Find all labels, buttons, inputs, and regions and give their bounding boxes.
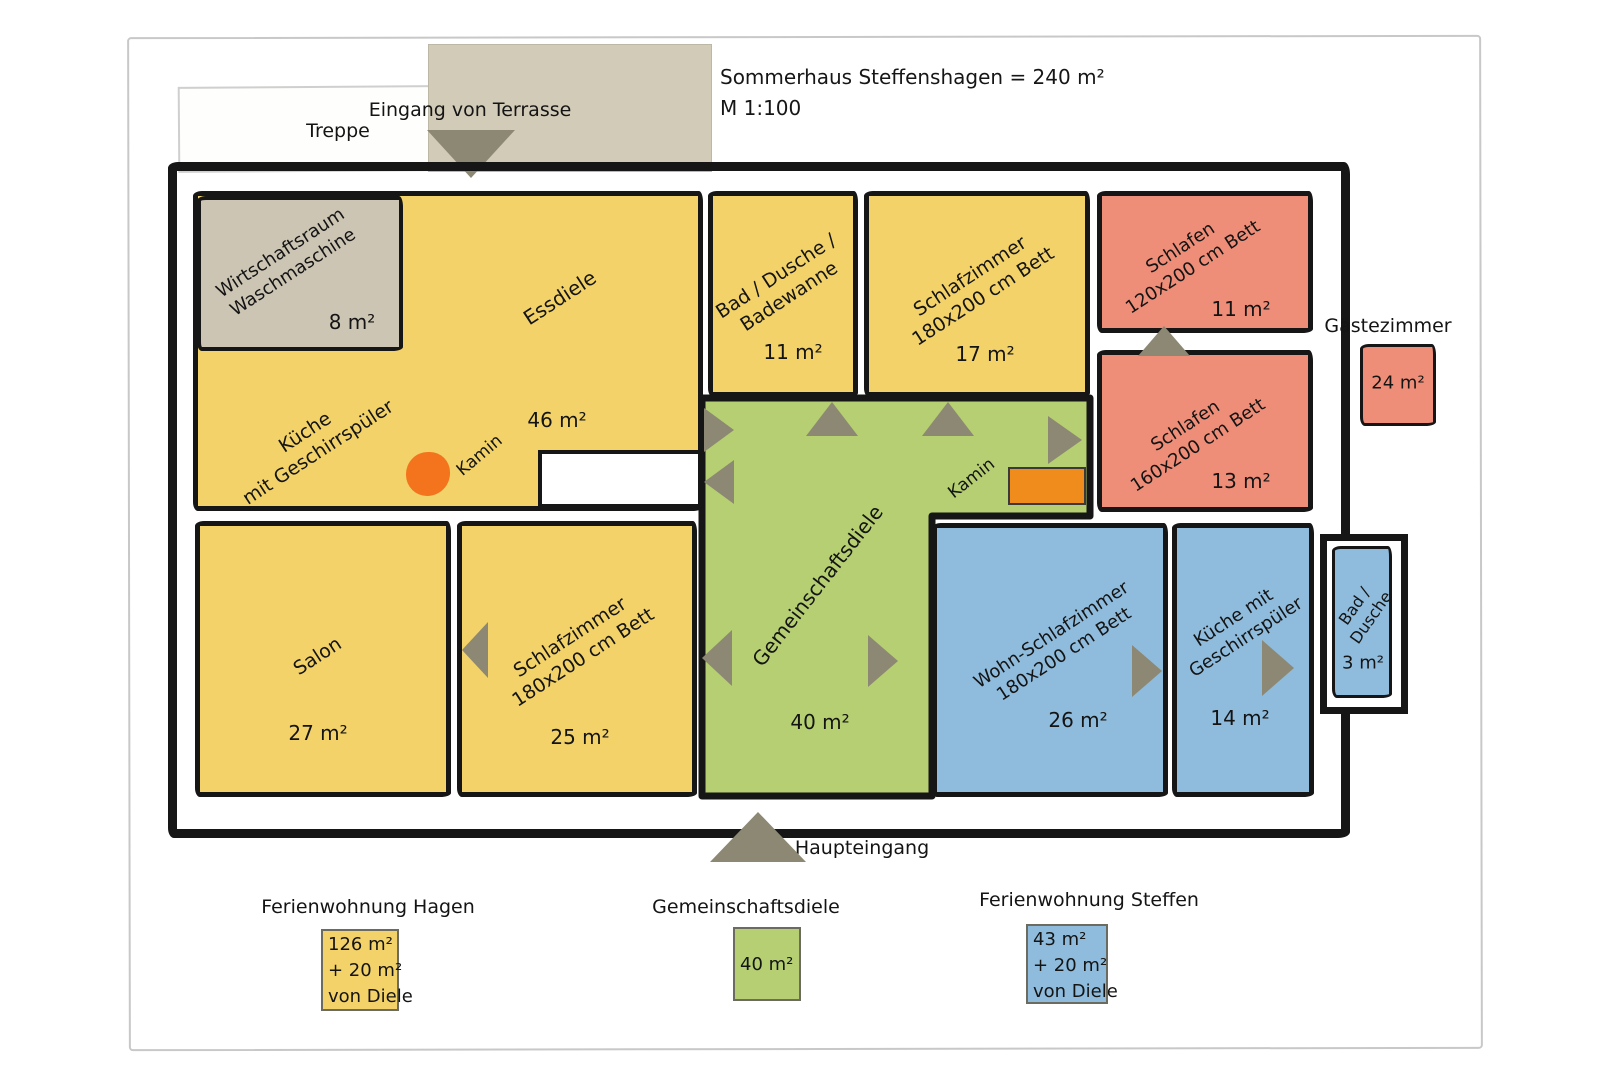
legend-steffen-title: Ferienwohnung Steffen xyxy=(979,889,1199,911)
area-salon: 27 m² xyxy=(288,721,348,745)
area-gaestezimmer: 24 m² xyxy=(1371,372,1425,394)
kamin-circle-icon xyxy=(406,452,450,496)
wall-notch xyxy=(538,450,702,508)
legend-hagen-title: Ferienwohnung Hagen xyxy=(261,896,475,918)
legend-diele-title: Gemeinschaftsdiele xyxy=(652,896,840,918)
door-triangle-icon xyxy=(1262,640,1294,696)
door-triangle-icon xyxy=(1132,645,1162,697)
door-triangle-icon xyxy=(704,460,734,504)
room-schlafen-13 xyxy=(1097,350,1313,512)
area-schlafen-11: 11 m² xyxy=(1211,297,1271,321)
room-schlafzimmer-17 xyxy=(864,191,1090,397)
room-gemeinschaftsdiele xyxy=(698,394,1094,800)
room-wohn-schlafzimmer xyxy=(932,523,1168,797)
area-schlafzimmer-17: 17 m² xyxy=(955,342,1015,366)
door-triangle-icon xyxy=(868,635,898,687)
area-bad-hagen: 11 m² xyxy=(763,340,823,364)
plan-title-block: Sommerhaus Steffenshagen = 240 m² M 1:10… xyxy=(720,62,1105,124)
room-gaestezimmer xyxy=(1360,344,1436,426)
room-bad-steffen xyxy=(1332,546,1392,698)
room-wirtschaftsraum xyxy=(197,196,403,351)
area-essdiele: 46 m² xyxy=(527,408,587,432)
legend-diele-box xyxy=(733,927,801,1001)
door-triangle-icon xyxy=(702,630,732,686)
room-schlafzimmer-25 xyxy=(457,521,697,797)
area-schlafen-13: 13 m² xyxy=(1211,469,1271,493)
legend-hagen-box xyxy=(321,929,399,1011)
legend-steffen-value: 43 m² + 20 m² von Diele xyxy=(1033,929,1118,1002)
room-salon xyxy=(195,521,451,797)
eingang-terrasse-label: Eingang von Terrasse xyxy=(368,99,572,121)
area-bad-steffen: 3 m² xyxy=(1342,652,1384,674)
area-schlafzimmer-25: 25 m² xyxy=(550,725,610,749)
plan-title: Sommerhaus Steffenshagen = 240 m² xyxy=(720,65,1105,89)
plan-scale: M 1:100 xyxy=(720,96,802,120)
area-wohn-schlafzimmer: 26 m² xyxy=(1048,708,1108,732)
door-triangle-icon xyxy=(1048,416,1082,464)
kamin-rect-icon xyxy=(1008,467,1086,505)
legend-hagen-value: 126 m² + 20 m² von Diele xyxy=(328,934,413,1007)
door-triangle-icon xyxy=(704,408,734,452)
legend-diele-value: 40 m² xyxy=(740,954,794,975)
gaestezimmer-label: Gästezimmer xyxy=(1324,315,1452,337)
legend-steffen-box xyxy=(1026,924,1108,1004)
room-schlafen-11 xyxy=(1097,191,1313,333)
door-triangle-icon xyxy=(1138,326,1190,356)
haupteingang-door-icon xyxy=(710,812,806,862)
door-triangle-icon xyxy=(462,622,488,678)
area-wirtschaftsraum: 8 m² xyxy=(328,310,376,334)
door-triangle-icon xyxy=(922,402,974,436)
door-triangle-icon xyxy=(806,402,858,436)
treppe-label: Treppe xyxy=(306,120,370,142)
haupteingang-label: Haupteingang xyxy=(794,837,930,859)
area-diele: 40 m² xyxy=(790,710,850,734)
area-kueche-steffen: 14 m² xyxy=(1210,706,1270,730)
